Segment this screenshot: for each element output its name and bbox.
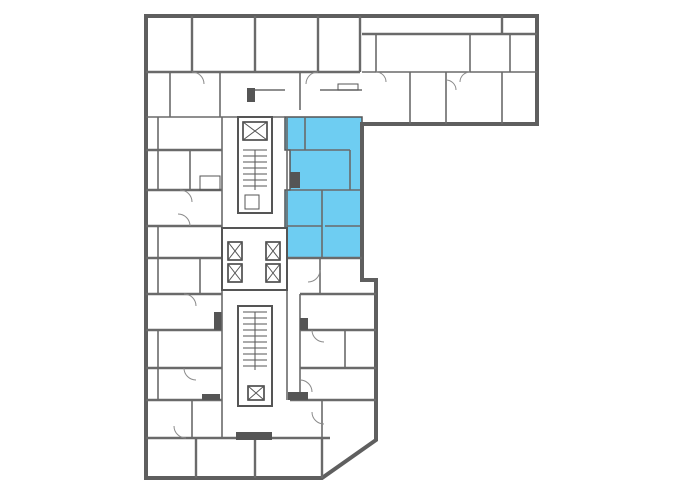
building-outline (144, 14, 539, 480)
elevator-lobby (221, 227, 288, 291)
south-core (237, 305, 273, 407)
north-stair-icon (243, 149, 267, 190)
east-wing-walls (270, 256, 376, 440)
south-stair-icon (243, 311, 267, 370)
north-core (237, 116, 273, 214)
north-wing-walls (146, 16, 537, 124)
south-wing-walls (194, 432, 324, 478)
west-wing-walls (146, 117, 240, 440)
apartment-kitchen-block (290, 172, 300, 188)
selected-apartment[interactable] (284, 116, 363, 259)
